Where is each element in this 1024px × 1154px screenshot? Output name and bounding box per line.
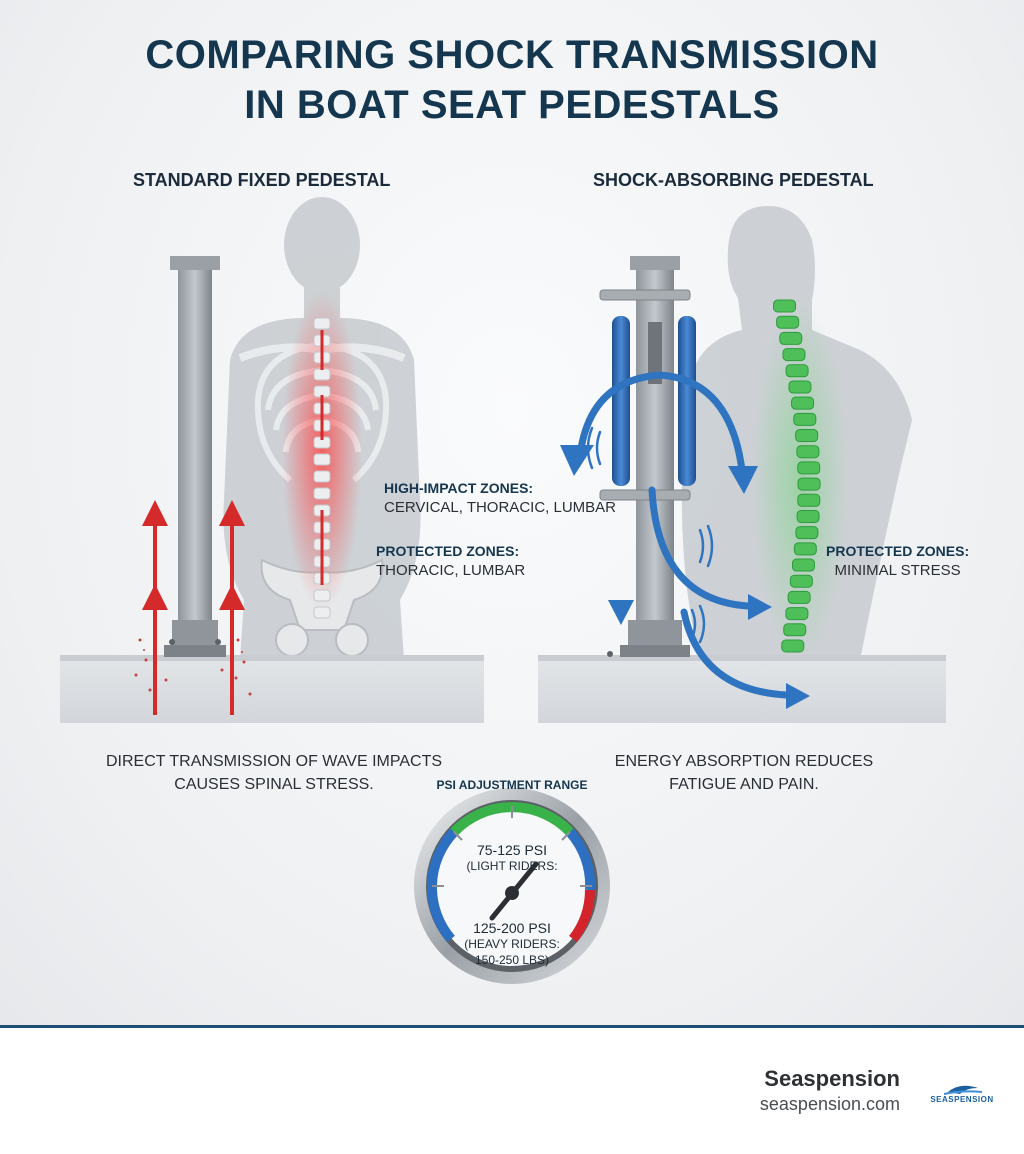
left-vertebra <box>313 470 331 483</box>
brand-name: Seaspension <box>764 1066 900 1091</box>
impact-arrow-head <box>219 584 245 610</box>
right-vertebra <box>791 396 815 410</box>
left-impact-arrows <box>142 500 245 715</box>
left-fixed-pedestal <box>164 256 226 657</box>
left-vertebra <box>313 317 331 330</box>
left-vertebra <box>313 606 331 619</box>
right-vertebra <box>785 607 809 621</box>
right-protected-title: PROTECTED ZONES: <box>826 543 970 559</box>
right-vertebra <box>783 623 807 637</box>
left-deck <box>60 655 484 723</box>
comparison-diagram <box>60 197 946 984</box>
gauge-range-light-value: 75-125 PSI <box>476 842 548 858</box>
brand-logo-icon <box>943 1085 983 1095</box>
gauge-title: PSI ADJUSTMENT RANGE <box>436 778 588 792</box>
impact-arrow-head <box>142 500 168 526</box>
right-vertebra <box>785 364 809 378</box>
brand-logo-text: SEASPENSION <box>930 1095 994 1104</box>
right-vertebra <box>797 477 821 491</box>
right-caption: ENERGY ABSORPTION REDUCES FATIGUE AND PA… <box>564 750 924 796</box>
left-caption-line-1: DIRECT TRANSMISSION OF WAVE IMPACTS <box>105 753 443 770</box>
left-protected-title: PROTECTED ZONES: <box>376 543 520 559</box>
gauge-range-heavy-sub2: 150-250 LBS) <box>474 953 550 967</box>
right-vertebra <box>795 429 819 443</box>
footer-divider <box>0 1025 1024 1028</box>
impact-arrow-head <box>219 500 245 526</box>
left-spine <box>313 317 331 619</box>
right-vertebra <box>779 331 803 345</box>
right-vertebra <box>797 493 821 507</box>
left-high-impact-title: HIGH-IMPACT ZONES: <box>384 480 534 496</box>
right-vertebra <box>796 509 820 523</box>
title-line-2: IN BOAT SEAT PEDESTALS <box>244 83 780 127</box>
left-high-impact-label: HIGH-IMPACT ZONES: CERVICAL, THORACIC, L… <box>384 478 616 518</box>
page-title: COMPARING SHOCK TRANSMISSION IN BOAT SEA… <box>0 30 1024 130</box>
right-vertebra <box>796 445 820 459</box>
gauge-range-light-sub: (LIGHT RIDERS: <box>466 859 558 873</box>
left-protected-label: PROTECTED ZONES: THORACIC, LUMBAR <box>376 541 525 581</box>
brand-block: Seaspension seaspension.com <box>760 1066 900 1116</box>
left-high-impact-value: CERVICAL, THORACIC, LUMBAR <box>384 499 616 516</box>
right-caption-line-2: FATIGUE AND PAIN. <box>669 776 819 793</box>
left-caption: DIRECT TRANSMISSION OF WAVE IMPACTS CAUS… <box>94 750 454 796</box>
right-vertebra <box>795 526 819 540</box>
right-vertebra <box>789 574 813 588</box>
gauge-range-heavy: 125-200 PSI (HEAVY RIDERS: 150-250 LBS) <box>452 920 572 968</box>
right-panel-heading: SHOCK-ABSORBING PEDESTAL <box>593 170 874 190</box>
right-absorption-arrows <box>560 371 810 709</box>
right-vertebra <box>773 299 797 313</box>
left-vertebra <box>313 453 331 466</box>
right-vertebra <box>793 412 817 426</box>
right-protected-value: MINIMAL STRESS <box>834 562 961 579</box>
left-caption-line-2: CAUSES SPINAL STRESS. <box>174 776 374 793</box>
impact-arrow-head <box>142 584 168 610</box>
right-vertebra <box>788 380 812 394</box>
right-vertebra <box>797 461 821 475</box>
title-line-1: COMPARING SHOCK TRANSMISSION <box>145 33 879 77</box>
psi-gauge <box>414 788 610 984</box>
right-vertebra <box>793 542 817 556</box>
right-shock-pedestal <box>599 256 696 657</box>
right-caption-line-1: ENERGY ABSORPTION REDUCES <box>614 753 874 770</box>
left-spine-glow <box>282 290 362 610</box>
footer <box>0 1028 1024 1154</box>
right-vibration-marks <box>586 426 714 644</box>
left-vertebra <box>313 368 331 381</box>
left-vertebra <box>313 487 331 500</box>
gauge-range-heavy-sub: (HEAVY RIDERS: <box>464 937 560 951</box>
left-vertebra <box>313 589 331 602</box>
right-vertebra <box>787 590 811 604</box>
left-impact-particles <box>134 638 252 696</box>
right-spine <box>773 299 821 653</box>
gauge-range-light: 75-125 PSI (LIGHT RIDERS: <box>452 842 572 874</box>
gauge-range-heavy-value: 125-200 PSI <box>473 920 551 936</box>
right-protected-label: PROTECTED ZONES: MINIMAL STRESS <box>826 541 969 581</box>
right-vertebra <box>791 558 815 572</box>
brand-url[interactable]: seaspension.com <box>759 1094 900 1114</box>
left-protected-value: THORACIC, LUMBAR <box>376 562 526 579</box>
right-vertebra <box>776 315 800 329</box>
left-panel-heading: STANDARD FIXED PEDESTAL <box>133 170 391 190</box>
right-vertebra <box>781 639 805 653</box>
right-vertebra <box>782 348 806 362</box>
